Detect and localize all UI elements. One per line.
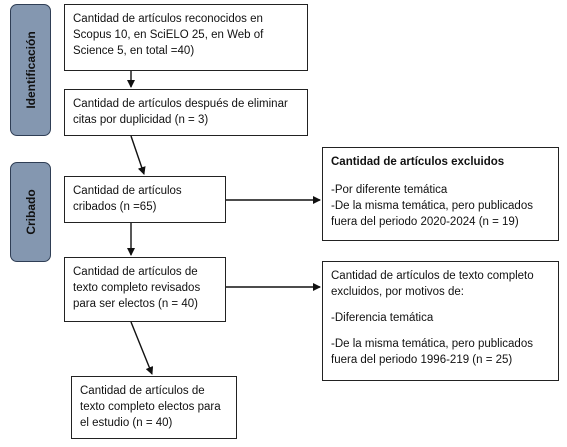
fulltext-excluded-reason-2: -De la misma temática, pero publicados f… <box>331 338 533 366</box>
arrow-duplicates-to-screened <box>130 135 146 175</box>
excluded-records-title: Cantidad de artículos excluidos <box>331 156 505 168</box>
fulltext-excluded-box: Cantidad de artículos de texto completo … <box>322 261 559 381</box>
phase-identification: Identificación <box>10 4 51 136</box>
fulltext-excluded-reason-1: -Diferencia temática <box>331 312 434 324</box>
fulltext-excluded-title: Cantidad de artículos de texto completo … <box>331 270 534 298</box>
identified-records-box: Cantidad de artículos reconocidos en Sco… <box>64 4 308 71</box>
excluded-records-box: Cantidad de artículos excluidos -Por dif… <box>322 147 559 241</box>
fulltext-reviewed-text: Cantidad de artículos de texto completo … <box>73 266 201 310</box>
excluded-reason-1: -Por diferente temática <box>331 184 448 196</box>
included-studies-text: Cantidad de artículos de texto completo … <box>80 385 221 429</box>
phase-screening: Cribado <box>10 162 51 262</box>
screened-records-box: Cantidad de artículos cribados (n =65) <box>64 176 226 223</box>
identified-records-text: Cantidad de artículos reconocidos en Sco… <box>73 13 264 57</box>
arrow-fulltext-to-included <box>130 321 154 375</box>
after-duplicates-text: Cantidad de artículos después de elimina… <box>73 98 288 126</box>
fulltext-reviewed-box: Cantidad de artículos de texto completo … <box>64 257 226 322</box>
included-studies-box: Cantidad de artículos de texto completo … <box>71 376 237 439</box>
after-duplicates-box: Cantidad de artículos después de elimina… <box>64 89 308 136</box>
excluded-reason-2: -De la misma temática, pero publicados f… <box>331 200 533 228</box>
screened-records-text: Cantidad de artículos cribados (n =65) <box>73 185 182 213</box>
